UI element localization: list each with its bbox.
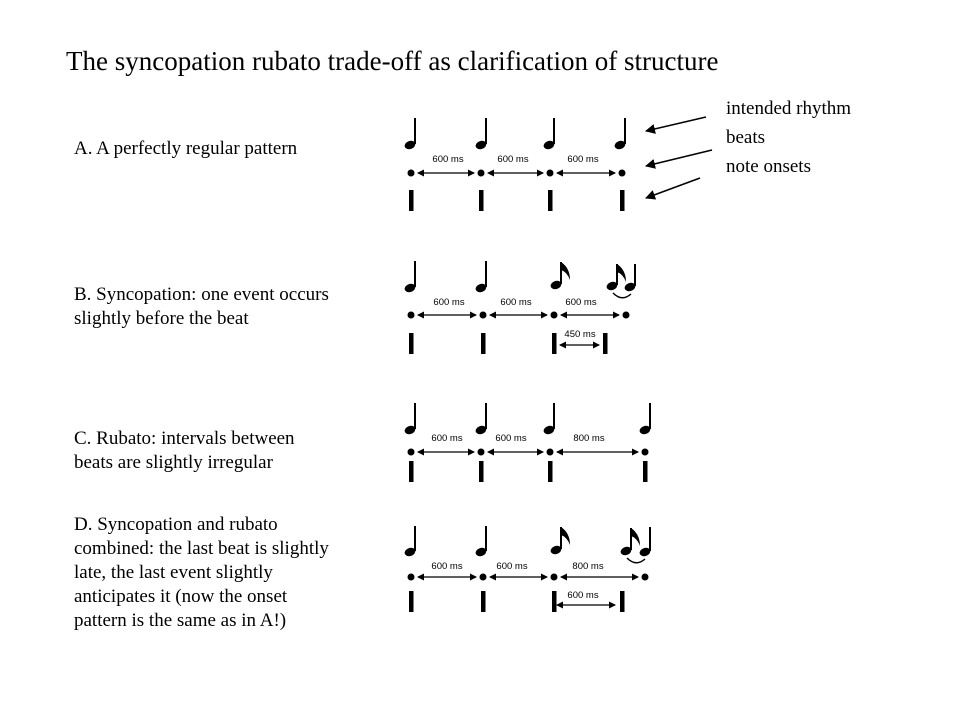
interval-label: 600 ms [433,297,464,308]
onset-bar [409,591,414,612]
quarter-note-icon [404,261,416,293]
tied-notes-icon [620,527,651,564]
quarter-note-icon [404,403,416,435]
eighth-note-icon [550,262,570,290]
interval-label: 800 ms [572,561,603,572]
quarter-note-icon [475,403,487,435]
caption-line: slightly before the beat [74,308,249,329]
onset-bar [548,190,553,211]
beat-dot [479,311,487,319]
caption-line: C. Rubato: intervals between [74,428,295,449]
quarter-note-icon [404,118,416,150]
panel-c-caption: C. Rubato: intervals between beats are s… [74,427,295,475]
beat-dot [407,573,415,581]
interval-label: 600 ms [565,297,596,308]
beat-dot [622,311,630,319]
beat-dot [407,311,415,319]
interval-label: 800 ms [573,433,604,444]
panel-d-caption: D. Syncopation and rubato combined: the … [74,513,329,633]
beat-dot [546,448,554,456]
onset-bar [481,591,486,612]
quarter-note-icon [475,118,487,150]
interval-label: 600 ms [497,154,528,165]
panel-a-rhythm: 600 ms 600 ms 600 ms [404,118,626,211]
beat-dot [641,573,649,581]
legend-intended-rhythm: intended rhythm [726,98,852,119]
onset-bar [552,591,557,612]
slide-title: The syncopation rubato trade-off as clar… [66,46,719,76]
beat-dot [477,448,485,456]
eighth-note-icon [550,527,570,555]
legend-arrow-beats [645,149,713,169]
onset-bar [643,461,648,482]
onset-bar [620,591,625,612]
onset-interval-label: 600 ms [567,590,598,601]
onset-bar [620,190,625,211]
panel-b-rhythm: 600 ms 600 ms 600 ms 450 ms [404,261,636,354]
quarter-note-icon [475,526,487,557]
quarter-note-icon [543,118,555,150]
caption-line: A. A perfectly regular pattern [74,138,298,159]
caption-line: pattern is the same as in A!) [74,610,287,631]
quarter-note-icon [404,526,416,557]
interval-label: 600 ms [500,297,531,308]
onset-bar [409,190,414,211]
caption-line: anticipates it (now the onset [74,586,288,607]
beat-dot [479,573,487,581]
quarter-note-icon [614,118,626,150]
quarter-note-icon [639,403,651,435]
caption-line: late, the last event slightly [74,562,273,583]
caption-line: B. Syncopation: one event occurs [74,284,329,305]
panel-d-rhythm: 600 ms 600 ms 800 ms 600 ms [404,526,651,612]
beat-dot [550,311,558,319]
quarter-note-icon [475,261,487,293]
panel-a-caption: A. A perfectly regular pattern [74,137,297,161]
onset-interval-label: 450 ms [564,329,595,340]
onset-bar [548,461,553,482]
interval-label: 600 ms [432,154,463,165]
caption-line: beats are slightly irregular [74,452,273,473]
caption-line: combined: the last beat is slightly [74,538,329,559]
beat-dot [618,169,626,177]
onset-bar [552,333,557,354]
onset-bar [479,461,484,482]
onset-bar [409,333,414,354]
interval-label: 600 ms [495,433,526,444]
beat-dot [477,169,485,177]
interval-label: 600 ms [567,154,598,165]
legend-arrow-onsets [645,177,701,200]
onset-bar [409,461,414,482]
legend-note-onsets: note onsets [726,156,811,177]
panel-c-rhythm: 600 ms 600 ms 800 ms [404,403,651,482]
interval-label: 600 ms [431,561,462,572]
beat-dot [641,448,649,456]
panel-b-caption: B. Syncopation: one event occurs slightl… [74,283,329,331]
interval-label: 600 ms [496,561,527,572]
caption-line: D. Syncopation and rubato [74,514,278,535]
tied-notes-icon [606,264,636,299]
interval-label: 600 ms [431,433,462,444]
beat-dot [407,169,415,177]
beat-dot [407,448,415,456]
onset-bar [603,333,608,354]
onset-bar [481,333,486,354]
onset-bar [479,190,484,211]
legend-arrow-rhythm [645,116,707,134]
legend-beats: beats [726,127,766,148]
quarter-note-icon [543,403,555,435]
beat-dot [546,169,554,177]
beat-dot [550,573,558,581]
